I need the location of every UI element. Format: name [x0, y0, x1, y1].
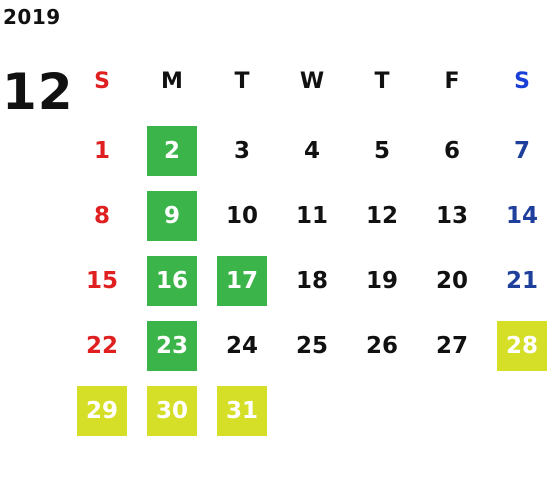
weekday-header-sat: S	[514, 69, 530, 94]
weekday-header-fri: F	[444, 69, 460, 94]
calendar-day-13[interactable]: 13	[435, 203, 468, 229]
calendar-day-24[interactable]: 24	[225, 333, 258, 359]
calendar-day-17[interactable]: 17	[217, 256, 267, 306]
calendar-day-7[interactable]: 7	[513, 138, 530, 164]
calendar-day-2[interactable]: 2	[147, 126, 197, 176]
calendar-day-14[interactable]: 14	[505, 203, 538, 229]
calendar-day-11[interactable]: 11	[295, 203, 328, 229]
calendar-day-9[interactable]: 9	[147, 191, 197, 241]
calendar-day-3[interactable]: 3	[233, 138, 250, 164]
calendar-day-23[interactable]: 23	[147, 321, 197, 371]
calendar-day-18[interactable]: 18	[295, 268, 328, 294]
calendar-day-30[interactable]: 30	[147, 386, 197, 436]
calendar-day-1[interactable]: 1	[93, 138, 110, 164]
calendar-day-15[interactable]: 15	[85, 268, 118, 294]
calendar-day-10[interactable]: 10	[225, 203, 258, 229]
calendar-day-6[interactable]: 6	[443, 138, 460, 164]
calendar-day-31[interactable]: 31	[217, 386, 267, 436]
calendar-day-8[interactable]: 8	[93, 203, 110, 229]
weekday-header-tue: T	[234, 69, 250, 94]
calendar-day-16[interactable]: 16	[147, 256, 197, 306]
calendar-day-29[interactable]: 29	[77, 386, 127, 436]
weekday-header-sun: S	[94, 69, 110, 94]
calendar-year: 2019	[3, 5, 61, 29]
calendar-month: 12	[2, 63, 74, 121]
weekday-header-thu: T	[374, 69, 390, 94]
calendar-day-5[interactable]: 5	[373, 138, 390, 164]
weekday-header-wed: W	[299, 69, 325, 94]
calendar-day-28[interactable]: 28	[497, 321, 547, 371]
calendar-day-20[interactable]: 20	[435, 268, 468, 294]
calendar-day-12[interactable]: 12	[365, 203, 398, 229]
calendar-day-25[interactable]: 25	[295, 333, 328, 359]
calendar-day-27[interactable]: 27	[435, 333, 468, 359]
calendar-day-21[interactable]: 21	[505, 268, 538, 294]
calendar-day-4[interactable]: 4	[303, 138, 320, 164]
calendar-day-22[interactable]: 22	[85, 333, 118, 359]
weekday-header-mon: M	[161, 69, 183, 94]
calendar-day-26[interactable]: 26	[365, 333, 398, 359]
calendar-day-19[interactable]: 19	[365, 268, 398, 294]
